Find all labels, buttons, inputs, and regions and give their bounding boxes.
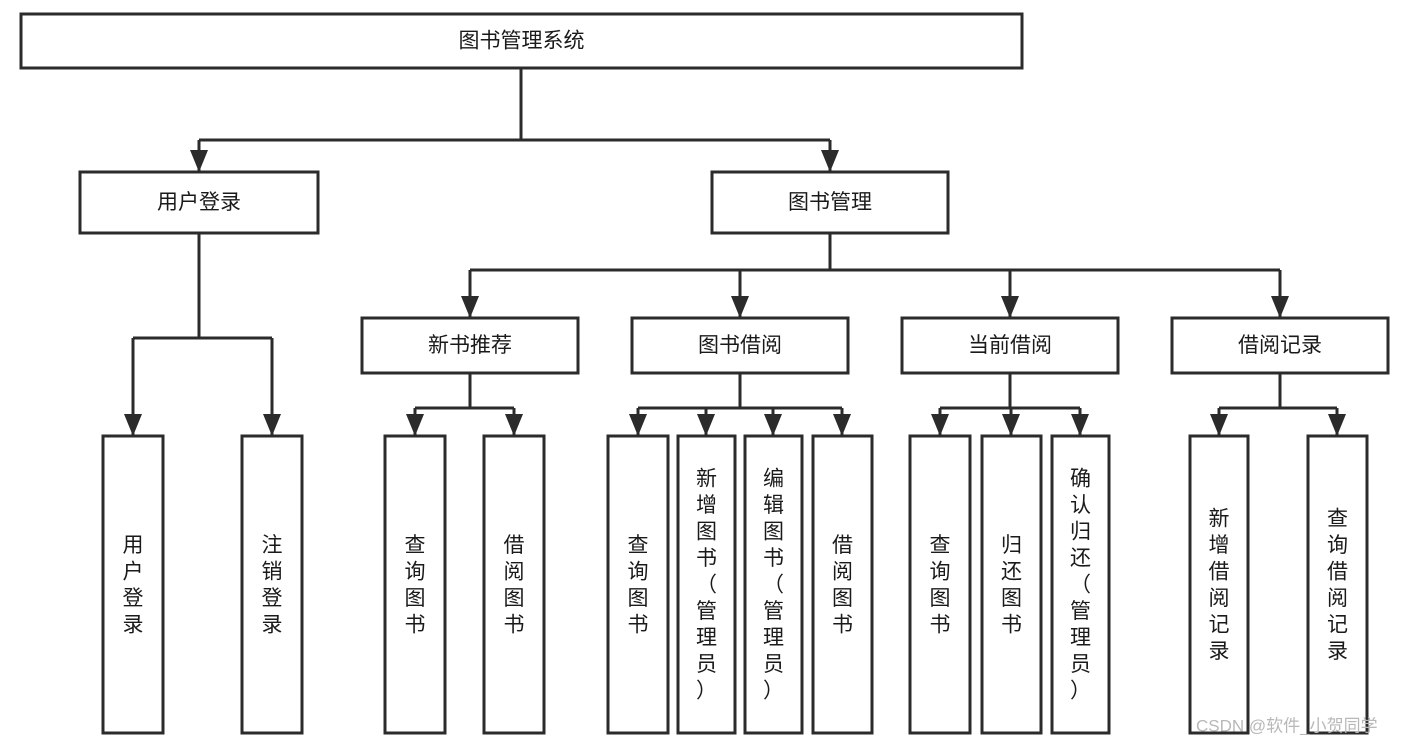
arrow-icon-userlogin-to-leaves-1: [263, 414, 281, 436]
arrow-icon-userlogin-to-leaves-0: [124, 414, 142, 436]
node-box-leaf-borrow-book-2[interactable]: [811, 434, 874, 735]
node-leaf-add-record[interactable]: 新增借阅记录: [1188, 434, 1250, 735]
node-box-leaf-edit-book[interactable]: [743, 434, 804, 735]
arrow-icon-borrowrecord-to-leaves-0: [1210, 414, 1228, 436]
connector-borrowrecord-to-leaves: [1210, 373, 1346, 436]
arrow-icon-bookborrow-to-leaves-3: [833, 414, 851, 436]
node-box-current-borrow[interactable]: [900, 316, 1120, 375]
arrow-icon-currentborrow-to-leaves-2: [1071, 414, 1089, 436]
node-label-leaf-logout: 注销登录: [262, 533, 283, 636]
node-label-leaf-borrow-book-2: 借阅图书: [832, 533, 853, 636]
node-box-leaf-query-book-3[interactable]: [908, 434, 972, 735]
node-leaf-borrow-book-1[interactable]: 借阅图书: [482, 434, 546, 735]
node-current-borrow[interactable]: 当前借阅: [900, 316, 1120, 375]
node-new-book-rec[interactable]: 新书推荐: [360, 316, 580, 375]
node-label-leaf-query-book-3: 查询图书: [930, 533, 951, 636]
node-leaf-query-book-3[interactable]: 查询图书: [908, 434, 972, 735]
node-borrow-record[interactable]: 借阅记录: [1170, 316, 1390, 375]
node-book-manage[interactable]: 图书管理: [710, 170, 950, 235]
node-box-leaf-logout[interactable]: [240, 434, 304, 735]
node-box-leaf-query-book-1[interactable]: [383, 434, 447, 735]
node-label-leaf-user-login: 用户登录: [123, 533, 144, 636]
connector-root-to-level2: [190, 68, 839, 172]
arrow-icon-bookmanage-to-level3-2: [1001, 296, 1019, 318]
node-leaf-user-login[interactable]: 用户登录: [101, 434, 165, 735]
arrow-icon-currentborrow-to-leaves-1: [1002, 414, 1020, 436]
arrow-icon-bookmanage-to-level3-3: [1271, 296, 1289, 318]
node-box-leaf-borrow-book-1[interactable]: [482, 434, 546, 735]
arrow-icon-bookmanage-to-level3-0: [461, 296, 479, 318]
node-box-book-manage[interactable]: [710, 170, 950, 235]
arrow-icon-newbookrec-to-leaves-1: [505, 414, 523, 436]
node-leaf-query-book-1[interactable]: 查询图书: [383, 434, 447, 735]
node-label-leaf-borrow-book-1: 借阅图书: [504, 533, 525, 636]
node-box-leaf-user-login[interactable]: [101, 434, 165, 735]
node-box-leaf-return-book[interactable]: [980, 434, 1043, 735]
node-box-leaf-add-record[interactable]: [1188, 434, 1250, 735]
connector-bookmanage-to-level3: [461, 233, 1289, 318]
arrow-icon-root-to-level2-1: [821, 150, 839, 172]
node-box-new-book-rec[interactable]: [360, 316, 580, 375]
node-leaf-edit-book[interactable]: 编辑图书（管理员）: [743, 434, 804, 735]
node-label-leaf-confirm-return: 确认归还（管理员）: [1070, 467, 1091, 702]
arrow-icon-newbookrec-to-leaves-0: [406, 414, 424, 436]
arrow-icon-bookborrow-to-leaves-0: [629, 414, 647, 436]
arrow-icon-currentborrow-to-leaves-0: [931, 414, 949, 436]
connector-layer: [124, 68, 1346, 436]
connector-bookborrow-to-leaves: [629, 373, 851, 436]
connector-userlogin-to-leaves: [124, 233, 281, 436]
node-box-borrow-record[interactable]: [1170, 316, 1390, 375]
node-leaf-query-book-2[interactable]: 查询图书: [606, 434, 670, 735]
node-leaf-logout[interactable]: 注销登录: [240, 434, 304, 735]
node-label-book-borrow: 图书借阅: [698, 334, 782, 357]
node-label-leaf-query-book-1: 查询图书: [405, 533, 426, 636]
node-book-borrow[interactable]: 图书借阅: [630, 316, 850, 375]
arrow-icon-bookborrow-to-leaves-2: [764, 414, 782, 436]
arrow-icon-bookborrow-to-leaves-1: [697, 414, 715, 436]
node-layer: 图书管理系统用户登录图书管理新书推荐图书借阅当前借阅借阅记录用户登录注销登录查询…: [19, 12, 1390, 735]
node-box-root[interactable]: [19, 12, 1024, 70]
arrow-icon-borrowrecord-to-leaves-1: [1328, 414, 1346, 436]
node-box-leaf-confirm-return[interactable]: [1050, 434, 1111, 735]
node-label-current-borrow: 当前借阅: [968, 334, 1052, 357]
node-label-leaf-edit-book: 编辑图书（管理员）: [763, 467, 784, 702]
node-label-borrow-record: 借阅记录: [1238, 334, 1322, 357]
csdn-watermark: CSDN @软件_小贺同学: [1196, 716, 1378, 735]
node-leaf-borrow-book-2[interactable]: 借阅图书: [811, 434, 874, 735]
node-label-leaf-query-book-2: 查询图书: [628, 533, 649, 636]
node-leaf-return-book[interactable]: 归还图书: [980, 434, 1043, 735]
node-box-book-borrow[interactable]: [630, 316, 850, 375]
node-leaf-query-record[interactable]: 查询借阅记录: [1306, 434, 1369, 735]
node-label-book-manage: 图书管理: [788, 191, 872, 214]
node-box-user-login[interactable]: [78, 170, 320, 235]
arrow-icon-bookmanage-to-level3-1: [731, 296, 749, 318]
node-box-leaf-query-book-2[interactable]: [606, 434, 670, 735]
node-label-user-login: 用户登录: [157, 191, 241, 214]
connector-newbookrec-to-leaves: [406, 373, 523, 436]
node-leaf-add-book[interactable]: 新增图书（管理员）: [676, 434, 737, 735]
node-box-leaf-query-record[interactable]: [1306, 434, 1369, 735]
node-label-leaf-query-record: 查询借阅记录: [1327, 507, 1348, 663]
node-leaf-confirm-return[interactable]: 确认归还（管理员）: [1050, 434, 1111, 735]
arrow-icon-root-to-level2-0: [190, 150, 208, 172]
node-label-leaf-add-book: 新增图书（管理员）: [696, 467, 717, 702]
node-label-leaf-return-book: 归还图书: [1001, 533, 1022, 636]
connector-currentborrow-to-leaves: [931, 373, 1089, 436]
node-root[interactable]: 图书管理系统: [19, 12, 1024, 70]
node-label-leaf-add-record: 新增借阅记录: [1209, 507, 1230, 663]
node-box-leaf-add-book[interactable]: [676, 434, 737, 735]
node-user-login[interactable]: 用户登录: [78, 170, 320, 235]
watermark-layer: CSDN @软件_小贺同学: [1196, 716, 1378, 735]
node-label-root: 图书管理系统: [459, 30, 585, 53]
node-label-new-book-rec: 新书推荐: [428, 334, 512, 357]
